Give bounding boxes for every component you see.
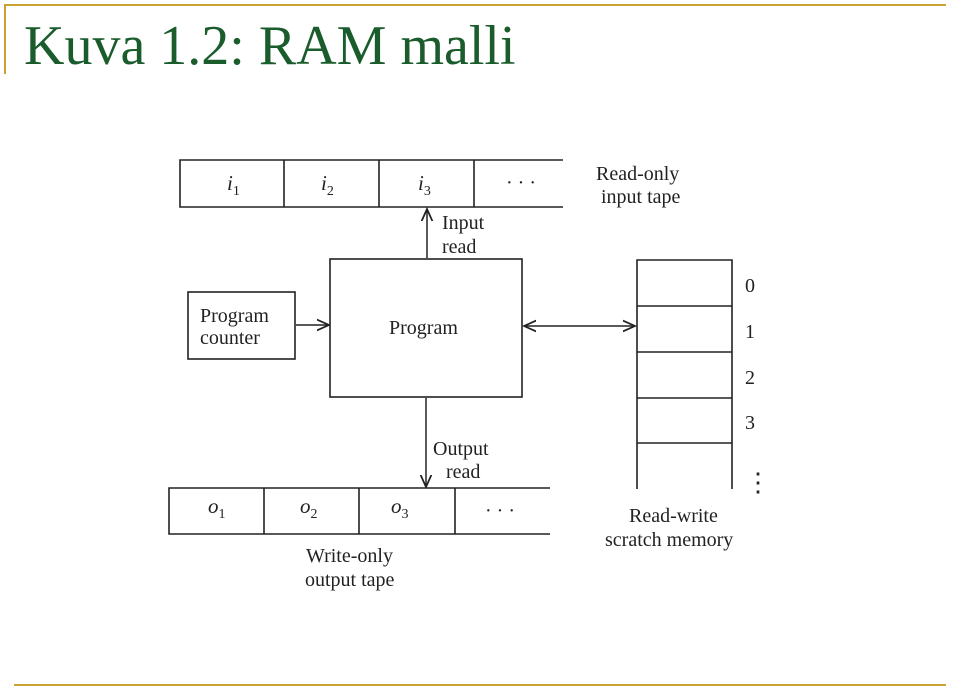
memory-label-line2: scratch memory: [605, 529, 733, 551]
input-cell-var: i: [321, 171, 327, 195]
memory-vdots: ⋮: [745, 468, 771, 497]
output-read-label-line1: Output: [433, 438, 489, 460]
input-cell-var: i: [418, 171, 424, 195]
input-cell-var: i: [227, 171, 233, 195]
output-cell-sub: 1: [219, 507, 226, 522]
output-tape-label-line1: Write-only: [306, 545, 393, 567]
input-read-label-line2: read: [442, 236, 476, 258]
memory-label-line1: Read-write: [629, 505, 718, 527]
output-cell-sub: 2: [311, 507, 318, 522]
memory-address-1: 1: [745, 321, 755, 343]
input-tape-label-line1: Read-only: [596, 163, 679, 185]
output-cell-1: o1: [208, 494, 226, 522]
input-cell-sub: 3: [424, 184, 431, 199]
input-read-label-line1: Input: [442, 212, 485, 234]
output-cell-2: o2: [300, 494, 318, 522]
output-cell-var: o: [391, 494, 402, 518]
output-tape: o1 o2 o3 · · · Write-only output tape: [168, 487, 550, 591]
bottom-accent-line: [14, 684, 946, 686]
input-cell-2: i2: [321, 171, 334, 199]
output-cell-3: o3: [391, 494, 409, 522]
input-tape-outline: [179, 159, 563, 208]
output-tape-label-line2: output tape: [305, 569, 395, 591]
top-accent-line: [4, 4, 946, 6]
input-tape: i1 i2 i3 · · · Read-only input tape: [179, 159, 681, 208]
slide-title: Kuva 1.2: RAM malli: [24, 15, 516, 77]
input-cell-1: i1: [227, 171, 240, 199]
output-tape-ellipsis: · · ·: [485, 500, 515, 522]
output-cell-sub: 3: [402, 507, 409, 522]
left-accent-line: [4, 4, 6, 74]
program-counter-label-line1: Program: [200, 305, 269, 327]
output-cell-var: o: [300, 494, 311, 518]
memory-address-0: 0: [745, 275, 755, 297]
input-cell-sub: 1: [233, 184, 240, 199]
output-cell-var: o: [208, 494, 219, 518]
output-read-label-line2: read: [446, 461, 480, 483]
input-cell-sub: 2: [327, 184, 334, 199]
input-tape-label-line2: input tape: [601, 186, 681, 208]
memory-address-2: 2: [745, 367, 755, 389]
program-label: Program: [389, 317, 458, 339]
scratch-memory: 0 1 2 3 ⋮ Read-write scratch memory: [605, 259, 771, 551]
input-cell-3: i3: [418, 171, 431, 199]
input-tape-ellipsis: · · ·: [506, 172, 536, 194]
program-counter-box: [187, 291, 296, 360]
memory-address-3: 3: [745, 412, 755, 434]
program-counter-label-line2: counter: [200, 327, 260, 349]
memory-outline: [636, 259, 733, 489]
